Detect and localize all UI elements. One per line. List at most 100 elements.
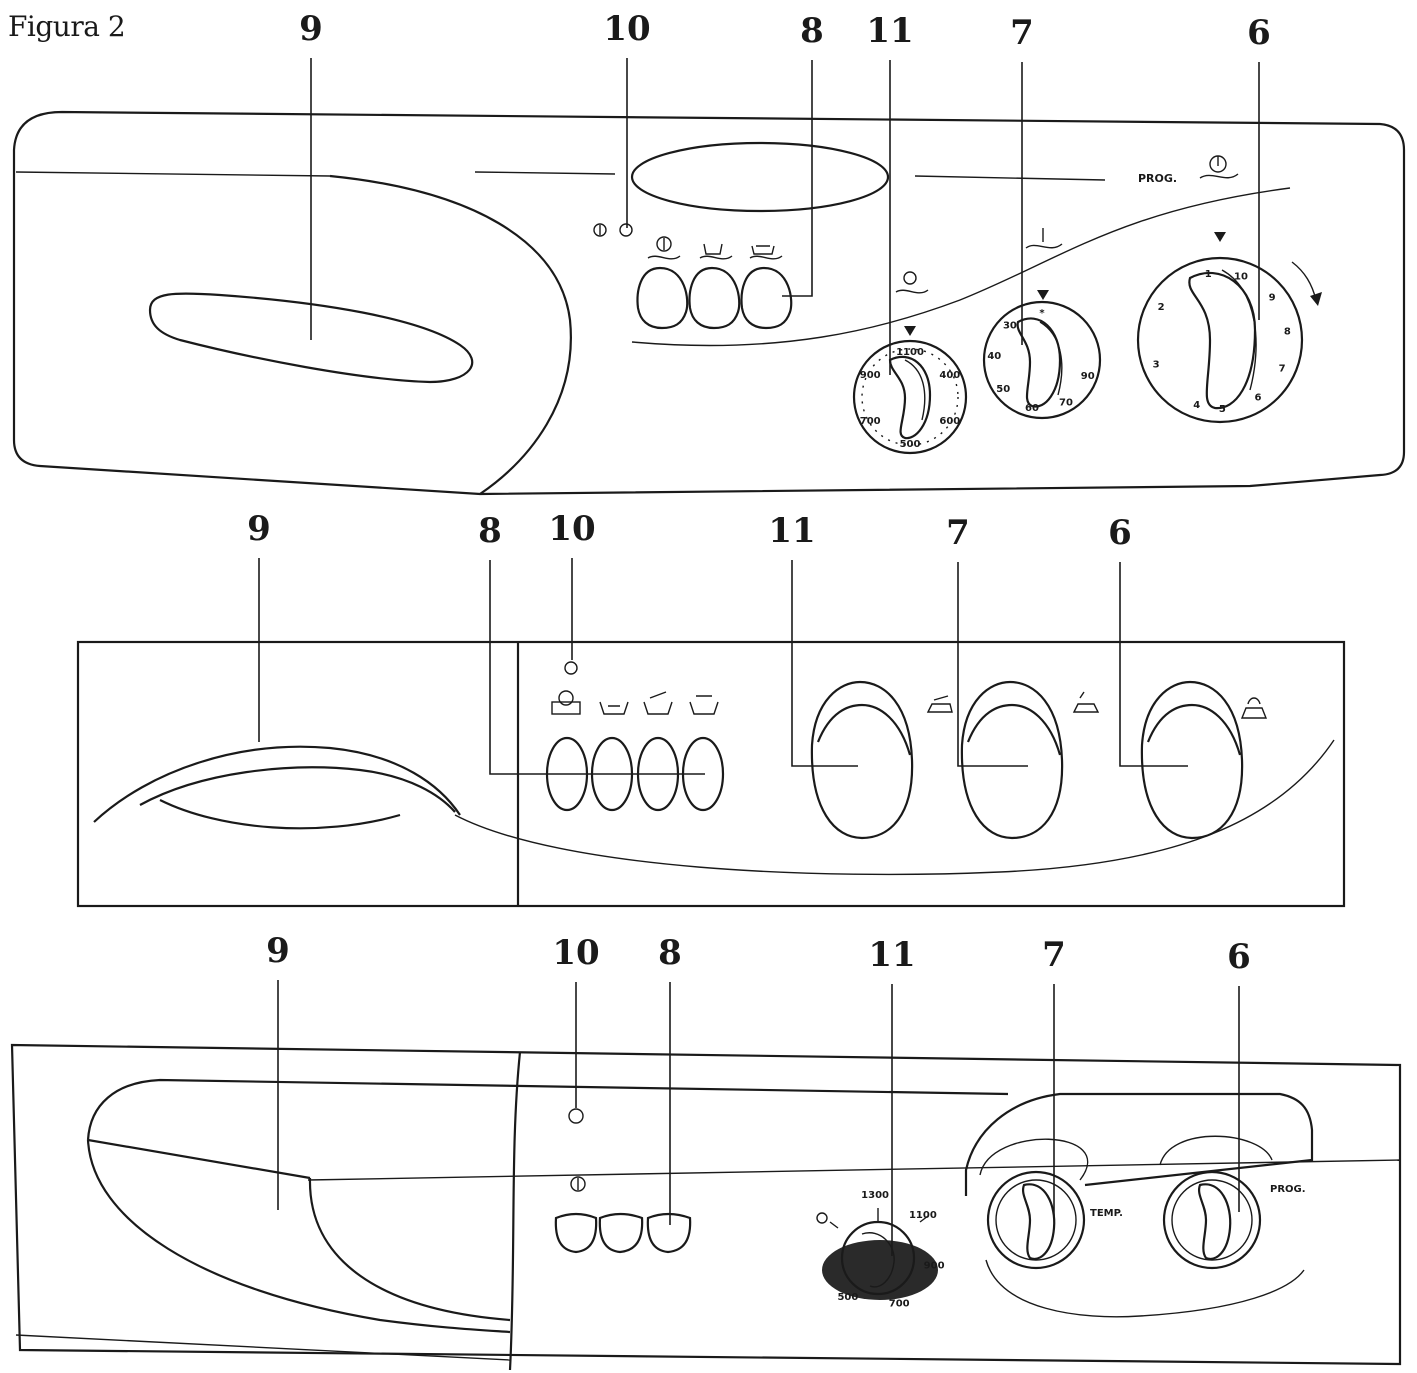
spin-scale-bottom: 1300 1100 900 700 500: [837, 1190, 944, 1309]
rinse-icon-middle: [689, 695, 719, 715]
spin-knob-middle: [810, 680, 953, 840]
option-buttons-top: [636, 236, 793, 330]
display-window-top: [630, 141, 890, 213]
callout-11-bottom: 11: [868, 935, 916, 975]
temp-scale-label-top-5: 70: [1059, 398, 1073, 409]
temp-scale-label-top-2: 40: [987, 351, 1001, 362]
prog-scale-label-top-a-0: 1: [1205, 269, 1212, 280]
drawer-front-bottom: [86, 1078, 1009, 1141]
spin-scale-label-top-5: 400: [939, 370, 960, 381]
spin-scale-label-top-3: 500: [900, 439, 921, 450]
prog-scale-label-top-a-1: 2: [1158, 302, 1165, 313]
callout-8-top: 8: [800, 11, 824, 51]
indicator-led-top: [619, 223, 633, 237]
leader-lines: [258, 58, 1260, 1256]
callout-6-middle: 6: [1108, 513, 1132, 553]
callout-11-middle: 11: [768, 511, 816, 551]
power-icon-middle: [551, 701, 581, 715]
spin-icon-middle: [926, 695, 953, 713]
temperature-icon-top: [1025, 228, 1063, 249]
program-dial-top: PROG.: [1136, 155, 1322, 424]
leader-line-8-middle: [489, 560, 705, 775]
callout-7-bottom: 7: [1042, 935, 1066, 975]
prewash-icon-middle: [599, 701, 629, 715]
temperature-dial-top: [982, 228, 1102, 420]
temp-scale-top: * 30 40 50 60 70 90: [987, 308, 1094, 414]
power-icon-bottom: [570, 1176, 586, 1192]
callout-9-middle: 9: [247, 509, 271, 549]
leader-line-8-top: [782, 60, 813, 297]
temp-scale-label-top-1: 30: [1003, 320, 1017, 331]
spin-scale-label-bottom-4: 500: [837, 1292, 858, 1303]
prog-scale-label-top-a-3: 4: [1193, 400, 1200, 411]
spin-scale-top: 1100 900 700 500 600 400: [860, 347, 961, 450]
spin-scale-label-top-0: 1100: [896, 347, 924, 358]
callout-9-bottom: 9: [266, 931, 290, 971]
spin-scale-label-bottom-3: 700: [889, 1299, 910, 1310]
indicator-arrow-icon: [1214, 232, 1226, 242]
option-button-2-top: [688, 266, 741, 330]
spin-scale-label-bottom-0: 1300: [861, 1190, 889, 1201]
option-button-3-top: [740, 266, 793, 330]
prog-scale-label-top-b-0: 10: [1234, 271, 1248, 282]
leader-line-6-middle: [1119, 562, 1188, 767]
option-icons-middle: [551, 690, 719, 715]
spin-scale-label-top-2: 700: [860, 416, 881, 427]
callout-8-bottom: 8: [658, 933, 682, 973]
program-icon-middle: [1240, 697, 1268, 719]
rotation-arrow-icon: [1291, 261, 1317, 301]
temp-scale-label-top-0: *: [1039, 308, 1045, 319]
temp-scale-label-top-6: 90: [1081, 371, 1095, 382]
option-button-3-bottom: [646, 1212, 692, 1254]
leader-line-7-middle: [957, 562, 1028, 767]
program-knob-bottom: PROG.: [1162, 1170, 1306, 1270]
temperature-knob-bottom: TEMP.: [986, 1170, 1123, 1270]
drawer-handle-middle: [93, 745, 461, 823]
temperature-icon-middle: [1072, 691, 1100, 713]
prog-scale-label-top-b-1: 9: [1269, 292, 1276, 303]
leader-line-11-middle: [791, 560, 858, 767]
callout-10-middle: 10: [548, 509, 596, 549]
temp-label-bottom: TEMP.: [1090, 1208, 1123, 1219]
prog-label-top: PROG.: [1138, 172, 1177, 185]
power-icon-top: [1199, 155, 1239, 179]
spin-dial-bottom: [816, 1208, 938, 1300]
spin-scale-label-top-1: 900: [860, 370, 881, 381]
indicator-arrow-icon: [904, 326, 916, 336]
option-button-2-bottom: [598, 1212, 644, 1254]
indicator-arrow-icon: [1037, 290, 1049, 300]
callout-10-bottom: 10: [552, 933, 600, 973]
temp-scale-label-top-4: 60: [1025, 403, 1039, 414]
callout-11-top: 11: [866, 11, 914, 51]
program-knob-middle: [1140, 680, 1268, 840]
callout-7-middle: 7: [946, 513, 970, 553]
indicator-led-middle: [564, 661, 578, 675]
prog-scale-label-top-b-2: 8: [1284, 327, 1291, 338]
prog-scale-label-top-b-5: 5: [1219, 404, 1226, 415]
panel-middle: [76, 640, 1346, 908]
callout-10-top: 10: [603, 9, 651, 49]
callout-7-top: 7: [1010, 13, 1034, 53]
spin-scale-label-bottom-2: 900: [924, 1261, 945, 1272]
power-icon: [656, 236, 672, 252]
detergent-drawer-front-top: [329, 174, 572, 495]
spin-dial-top: [852, 271, 968, 455]
spin-icon-top: [895, 271, 929, 294]
callout-6-bottom: 6: [1227, 937, 1251, 977]
callout-6-top: 6: [1247, 13, 1271, 53]
option-button-1-top: [636, 266, 689, 330]
eco-icon-middle: [643, 691, 673, 715]
indicator-led-bottom: [568, 1108, 584, 1124]
callout-8-middle: 8: [478, 511, 502, 551]
prog-scale-label-top-b-4: 6: [1255, 392, 1262, 403]
temp-scale-label-top-3: 50: [996, 384, 1010, 395]
spin-scale-label-top-4: 600: [939, 416, 960, 427]
figure-caption: Figura 2: [8, 10, 126, 43]
drawer-handle-top: [148, 292, 474, 384]
spin-scale-label-bottom-1: 1100: [909, 1210, 937, 1221]
spin-icon-bottom: [816, 1212, 828, 1224]
eco-wash-icon: [751, 245, 775, 255]
